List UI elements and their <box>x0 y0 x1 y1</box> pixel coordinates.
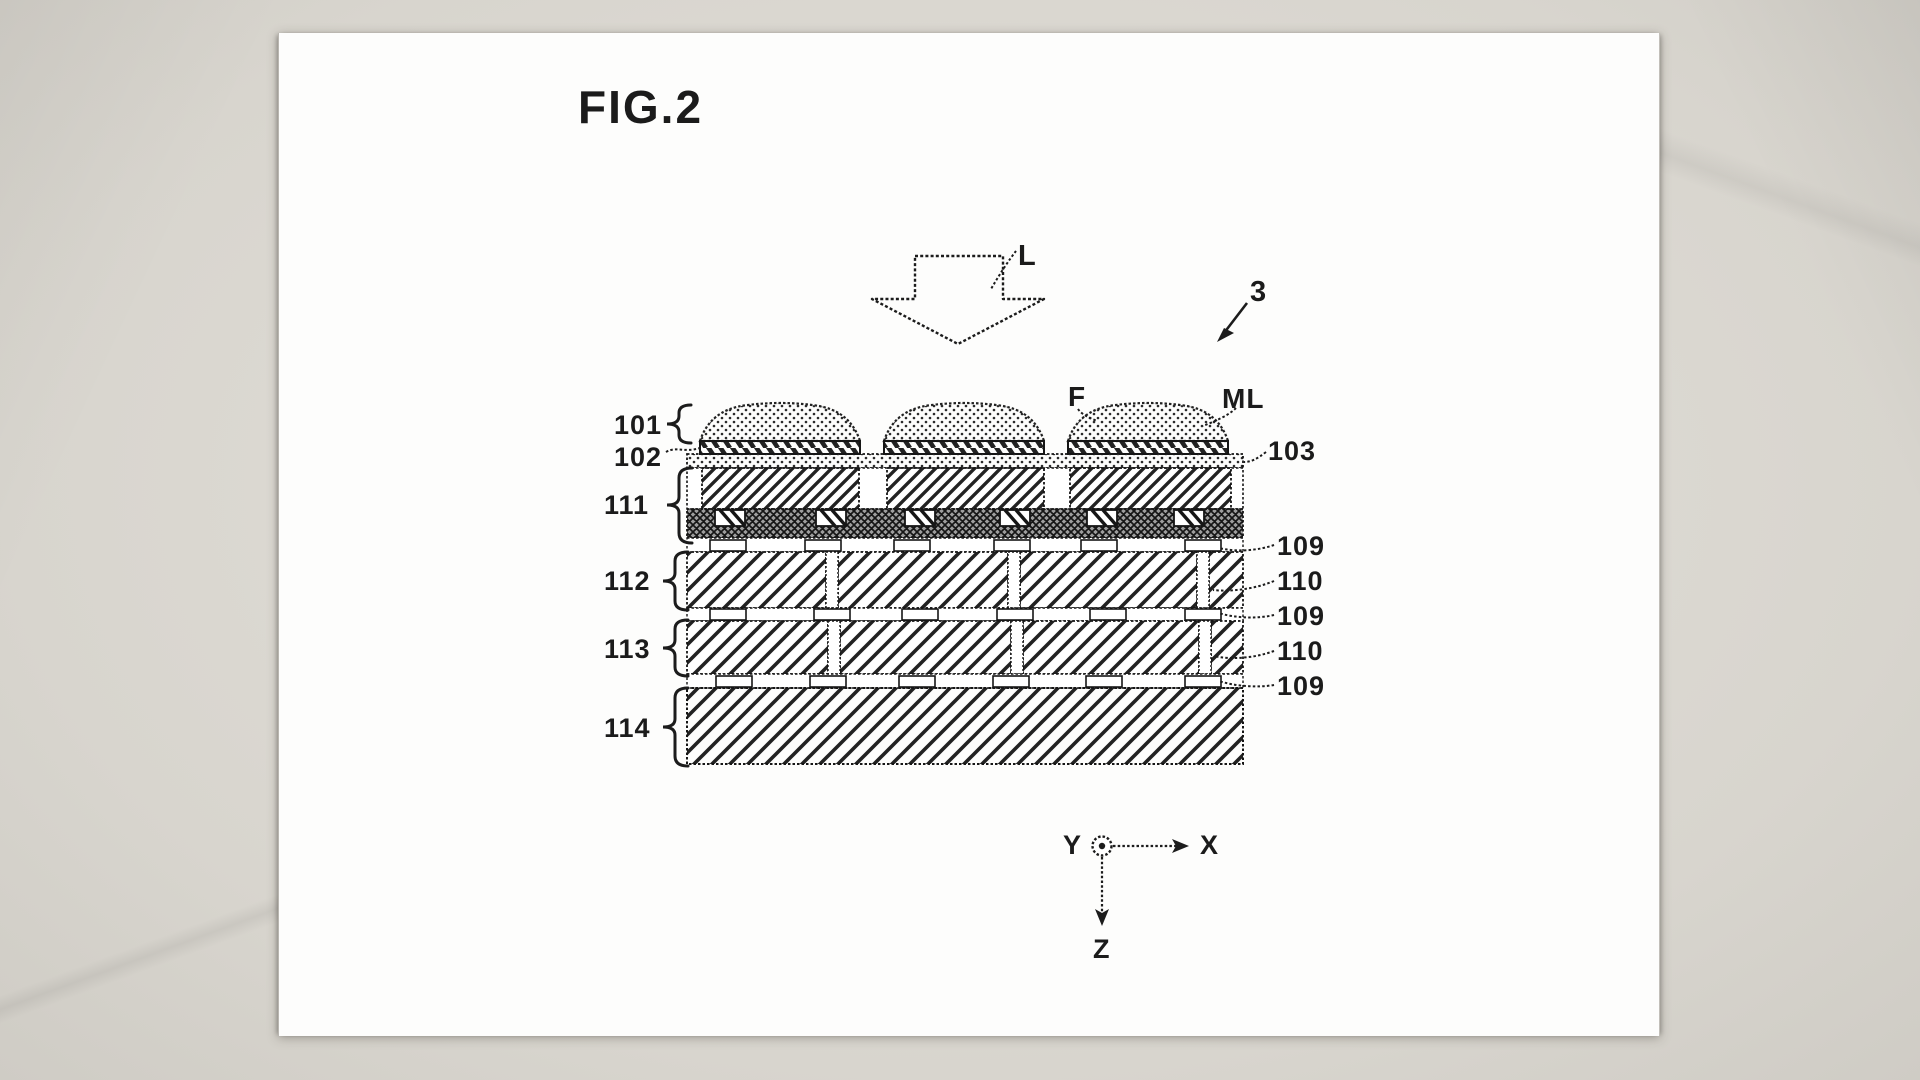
microlens-dome <box>882 401 1046 455</box>
wiring-pad <box>1089 608 1127 621</box>
x-axis-arrowhead <box>1172 839 1189 853</box>
light-arrow <box>870 250 1046 346</box>
label-111: 111 <box>604 490 650 520</box>
brace-114 <box>662 686 690 768</box>
wiring-pad <box>996 608 1034 621</box>
label-flattening-film: F <box>1068 381 1087 412</box>
photodiode-band <box>686 508 1244 539</box>
label-axis-x: X <box>1200 830 1219 860</box>
label-109b: 109 <box>1277 601 1326 631</box>
leader-102 <box>665 447 701 453</box>
brace-101 <box>666 403 693 445</box>
label-110a: 110 <box>1277 566 1324 596</box>
via-110 <box>1010 620 1024 675</box>
leader-110a <box>1212 580 1275 592</box>
photodiode-element <box>904 508 937 528</box>
leader-109c <box>1218 680 1275 688</box>
wiring-pad <box>1184 675 1222 688</box>
leader-ML <box>1202 407 1237 427</box>
via-110 <box>1007 551 1021 609</box>
via-110 <box>825 551 839 609</box>
color-filter-block <box>1069 467 1232 510</box>
leader-109b <box>1218 612 1275 619</box>
wiring-pad <box>993 539 1031 552</box>
brace-112 <box>662 550 690 612</box>
label-axis-y: Y <box>1063 830 1082 860</box>
figure-title: FIG.2 <box>578 81 704 133</box>
wiring-pad <box>1080 539 1118 552</box>
color-filter-block <box>886 467 1045 510</box>
wiring-band-109 <box>686 537 1244 553</box>
label-109a: 109 <box>1277 531 1326 561</box>
wiring-pad <box>809 675 847 688</box>
wiring-pad <box>715 675 753 688</box>
via-110 <box>827 620 841 675</box>
via-110 <box>1196 551 1210 609</box>
wiring-pad <box>709 608 747 621</box>
microlens-array <box>698 401 1230 455</box>
wiring-layer-112 <box>686 551 1244 609</box>
photodiode-element <box>999 508 1032 528</box>
photodiode-element <box>815 508 848 528</box>
microlens-dome <box>698 401 862 455</box>
wiring-pad <box>898 675 936 688</box>
substrate-layer-114 <box>686 687 1244 765</box>
label-light-ray: L <box>1018 240 1037 272</box>
filter-row <box>686 467 1244 510</box>
device-ref-arrow <box>1217 302 1249 342</box>
label-axis-z: Z <box>1093 934 1110 964</box>
label-110b: 110 <box>1277 636 1324 666</box>
wiring-pad <box>1184 539 1222 552</box>
label-112: 112 <box>604 566 651 596</box>
leader-110b <box>1213 650 1275 660</box>
brace-111 <box>666 466 694 545</box>
wiring-layer-113 <box>686 620 1244 675</box>
leader-103 <box>1243 451 1267 463</box>
wiring-pad <box>1085 675 1123 688</box>
label-102: 102 <box>614 442 663 472</box>
microlens-dome <box>1066 401 1230 455</box>
wiring-pad <box>813 608 851 621</box>
label-113: 113 <box>604 634 651 664</box>
label-103: 103 <box>1268 436 1317 466</box>
wiring-pad <box>804 539 842 552</box>
photodiode-element <box>714 508 747 528</box>
label-109c: 109 <box>1277 671 1326 701</box>
axis-marker <box>1091 835 1189 926</box>
via-110 <box>1198 620 1212 675</box>
wiring-pad <box>709 539 747 552</box>
color-filter-block <box>701 467 860 510</box>
leader-109a <box>1218 544 1275 552</box>
photodiode-element <box>1173 508 1206 528</box>
z-axis-arrowhead <box>1095 909 1109 926</box>
wiring-band-109 <box>686 607 1244 622</box>
label-101: 101 <box>614 410 663 440</box>
wiring-pad <box>1184 608 1222 621</box>
photodiode-element <box>1086 508 1119 528</box>
wiring-band-109 <box>686 673 1244 689</box>
wiring-pad <box>893 539 931 552</box>
left-braces <box>662 403 694 768</box>
label-device-ref: 3 <box>1250 276 1268 308</box>
label-114: 114 <box>604 713 651 743</box>
brace-113 <box>662 618 690 678</box>
label-microlens: ML <box>1222 383 1265 414</box>
wiring-pad <box>901 608 939 621</box>
leader-lines <box>665 407 1275 688</box>
wiring-pad <box>992 675 1030 688</box>
antireflection-film-103 <box>686 453 1244 469</box>
leader-F <box>1077 408 1098 422</box>
